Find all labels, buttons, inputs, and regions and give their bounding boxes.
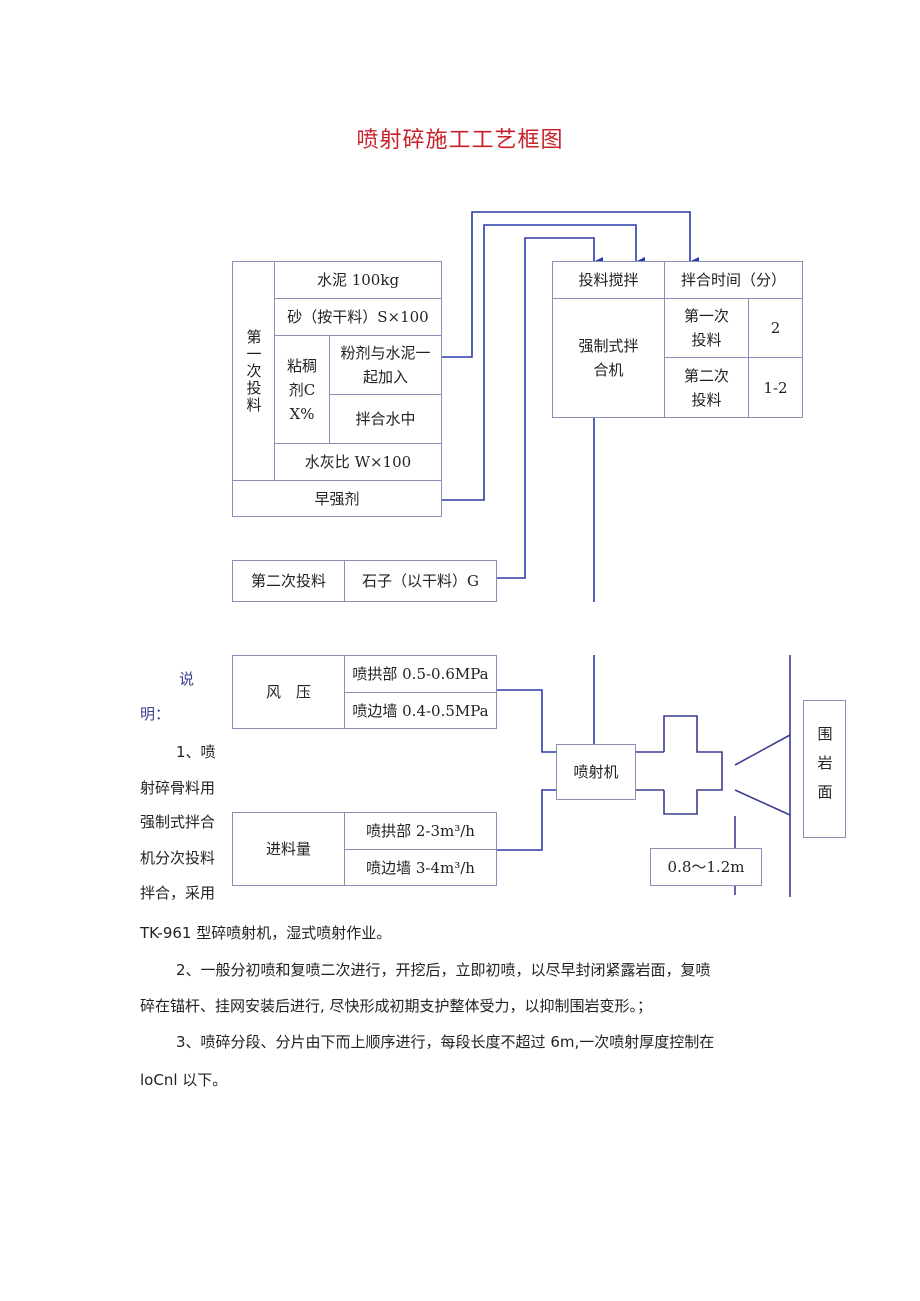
air-pressure-label: 风 压	[232, 655, 345, 729]
line-second-batch	[497, 237, 603, 579]
cement-cell: 水泥 100kg	[274, 261, 442, 299]
note-1-line-6: TK-961 型碎喷射机，湿式喷射作业。	[140, 924, 392, 942]
feed-wall: 喷边墙 3-4m³/h	[344, 849, 497, 886]
feed-label: 进料量	[232, 812, 345, 886]
line-powder-to-mixer	[442, 211, 699, 358]
line-early-strength	[442, 224, 645, 501]
note-2-line-1: 2、一般分初喷和复喷二次进行，开挖后，立即初喷，以尽早封闭紧露岩面，复喷	[176, 961, 711, 979]
note-3-line-2: loCnl 以下。	[140, 1071, 228, 1089]
note-1-line-2: 射碎骨料用	[140, 779, 216, 797]
mixer-machine: 强制式拌合机	[552, 298, 665, 418]
feed-arch: 喷拱部 2-3m³/h	[344, 812, 497, 850]
air-pressure-arch: 喷拱部 0.5-0.6MPa	[344, 655, 497, 693]
note-heading-2: 明：	[140, 705, 171, 723]
second-batch-label: 第二次投料	[232, 560, 345, 602]
early-strength-cell: 早强剂	[232, 480, 442, 517]
note-1-line-3: 强制式拌合	[140, 813, 216, 831]
water-note-cell: 拌合水中	[329, 394, 442, 444]
note-1-line-4: 机分次投料	[140, 849, 216, 867]
note-heading-1: 说	[179, 670, 195, 688]
first-batch-label: 第一次投料	[232, 261, 275, 481]
page-title: 喷射碎施工工艺框图	[356, 128, 564, 153]
adhesive-cell: 粘稠剂CX%	[274, 335, 330, 444]
sand-cell: 砂（按干料）S×100	[274, 298, 442, 336]
note-2-line-2: 碎在锚杆、挂网安装后进行, 尽快形成初期支护整体受力，以抑制围岩变形。；	[140, 997, 653, 1015]
mixer-header-1: 投料搅拌	[552, 261, 665, 299]
second-time-value: 1-2	[748, 357, 803, 418]
distance-box: 0.8～1.2m	[650, 848, 762, 886]
line-air	[497, 689, 556, 753]
note-1-line-1: 1、喷	[176, 743, 216, 761]
powder-note-cell: 粉剂与水泥一起加入	[329, 335, 442, 395]
air-pressure-wall: 喷边墙 0.4-0.5MPa	[344, 692, 497, 729]
first-time-value: 2	[748, 298, 803, 358]
second-batch-stone: 石子（以干料）G	[344, 560, 497, 602]
note-1-line-5: 拌合，采用	[140, 884, 216, 902]
nozzle-icon	[663, 715, 723, 815]
mixer-header-2: 拌合时间（分）	[664, 261, 803, 299]
wc-ratio-cell: 水灰比 W×100	[274, 443, 442, 481]
second-time-label: 第二次投料	[664, 357, 749, 418]
first-time-label: 第一次投料	[664, 298, 749, 358]
sprayer-box: 喷射机	[556, 744, 636, 800]
line-feed	[497, 789, 556, 851]
note-3-line-1: 3、喷碎分段、分片由下而上顺序进行，每段长度不超过 6m,一次喷射厚度控制在	[176, 1033, 715, 1051]
rock-face-box: 围岩面	[803, 700, 846, 838]
